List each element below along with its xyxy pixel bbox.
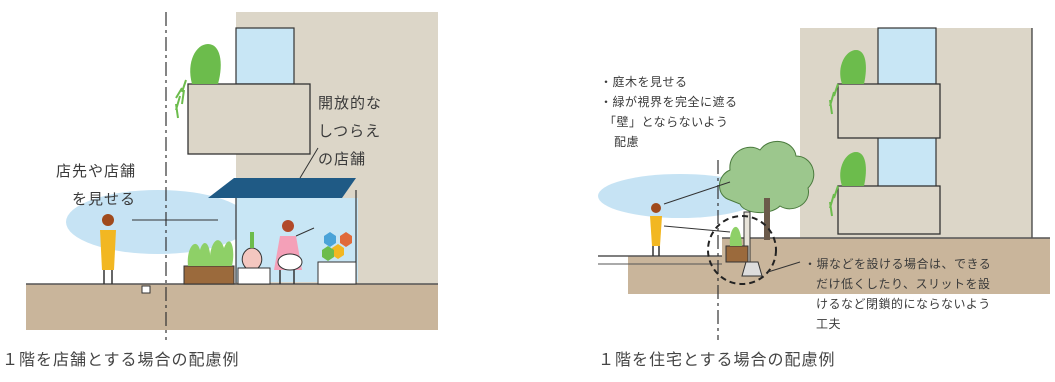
balcony-right-lower bbox=[837, 185, 941, 235]
planter bbox=[183, 265, 235, 285]
label-front-line2: を見せる bbox=[72, 190, 137, 208]
note-bottom-line3: けるなど閉鎖的にならないよう bbox=[816, 297, 991, 311]
note-bottom-line1: ・塀などを設ける場合は、できる bbox=[804, 257, 992, 271]
note-top-line3: 「壁」とならないよう bbox=[604, 115, 729, 129]
awning bbox=[208, 178, 356, 198]
vase bbox=[241, 247, 263, 269]
display-table bbox=[317, 261, 357, 285]
label-open-line3: の店舗 bbox=[318, 150, 367, 168]
caption-left: １階を店舗とする場合の配慮例 bbox=[2, 350, 240, 369]
balcony-plant bbox=[190, 44, 221, 84]
label-front-line1: 店先や店舗 bbox=[56, 162, 137, 180]
note-top-line1: ・庭木を見せる bbox=[600, 75, 688, 89]
note-bottom-line4: 工夫 bbox=[816, 317, 842, 331]
left-scene bbox=[26, 12, 438, 340]
label-open-line1: 開放的な bbox=[318, 94, 383, 112]
display-stand bbox=[237, 267, 271, 285]
note-top-line4: 配慮 bbox=[614, 135, 640, 149]
label-open-line2: しつらえ bbox=[318, 122, 382, 140]
focus-circle bbox=[707, 215, 777, 285]
caption-right: １階を住宅とする場合の配慮例 bbox=[598, 350, 836, 369]
balcony bbox=[187, 83, 311, 155]
upper-window bbox=[235, 27, 295, 85]
note-bottom-line2: だけ低くしたり、スリットを設 bbox=[816, 277, 991, 291]
garden-tree bbox=[719, 141, 815, 213]
right-scene bbox=[598, 27, 1050, 340]
pedestrian bbox=[102, 214, 114, 226]
note-top-line2: ・緑が視界を完全に遮る bbox=[600, 95, 738, 109]
ground bbox=[26, 284, 438, 330]
shopkeeper bbox=[282, 220, 294, 232]
balcony-right-upper bbox=[837, 83, 941, 139]
